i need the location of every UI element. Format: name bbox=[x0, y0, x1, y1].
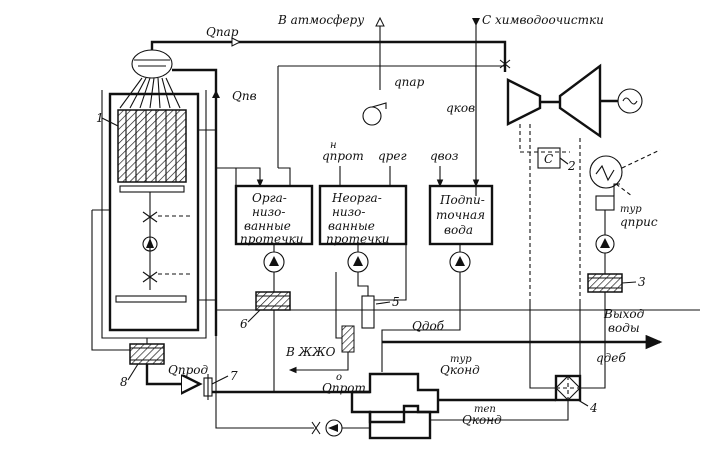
box-organized-line-4: протечки bbox=[240, 232, 303, 246]
box-unorganized-leaks: Неорга- низо- ванные протечки bbox=[318, 184, 408, 246]
label-to-atmosphere: В атмосферу bbox=[277, 13, 364, 27]
heat-exchanger-coil bbox=[589, 149, 661, 197]
label-q-voz: qвоз bbox=[430, 149, 458, 163]
valve-upper bbox=[142, 211, 158, 223]
label-number-5: 5 bbox=[392, 295, 400, 309]
label-q-par: qпар bbox=[394, 75, 425, 89]
separator-drum bbox=[131, 49, 173, 79]
reactor-vessel bbox=[108, 92, 200, 332]
label-q-deb: qдеб bbox=[596, 351, 626, 365]
box-makeup-line-2: точная bbox=[436, 208, 485, 222]
label-q-kond-tep-sup: теп bbox=[474, 404, 496, 415]
box-organized-leaks: Орга- низо- ванные протечки bbox=[234, 184, 314, 246]
box-unorganized-line-3: ванные bbox=[328, 219, 375, 233]
box-unorganized-line-1: Неорга- bbox=[331, 191, 382, 205]
box-makeup-line-3: вода bbox=[444, 223, 473, 237]
box-unorganized-line-2: низо- bbox=[332, 205, 365, 219]
ejector-fan bbox=[362, 102, 387, 126]
valve-lower bbox=[142, 271, 158, 283]
label-q-tur-pris-sup: тур bbox=[620, 204, 642, 215]
main-circulation-pump bbox=[142, 236, 158, 252]
box-organized-line-2: низо- bbox=[252, 205, 285, 219]
box-makeup-water: Подпи- точная вода bbox=[428, 184, 494, 246]
generator-icon bbox=[617, 88, 643, 114]
mixing-collector bbox=[350, 372, 440, 440]
label-q-pv: Qпв bbox=[232, 89, 257, 103]
label-number-6: 6 bbox=[240, 317, 248, 331]
box-makeup-line-1: Подпи- bbox=[439, 193, 485, 207]
valve-bottom bbox=[311, 421, 321, 435]
label-q-prot-n-sup: н bbox=[330, 140, 337, 151]
filter-6 bbox=[255, 291, 291, 311]
label-q-kond-tur: Qконд bbox=[440, 363, 480, 377]
label-number-1: 1 bbox=[96, 111, 104, 125]
label-number-7: 7 bbox=[230, 369, 238, 383]
label-number-3: 3 bbox=[638, 275, 646, 289]
label-from-kvo: С химводоочистки bbox=[482, 13, 604, 27]
three-way-valve-7 bbox=[203, 374, 213, 400]
label-c: С bbox=[544, 152, 553, 166]
label-q-kond-tur-sup: тур bbox=[450, 354, 472, 365]
label-q-prot-n: qпрот bbox=[322, 149, 364, 163]
label-water-exit-2: воды bbox=[608, 321, 640, 335]
label-q-kov: qков bbox=[446, 101, 475, 115]
ion-exchanger-5 bbox=[361, 295, 375, 329]
filter-8 bbox=[129, 343, 165, 365]
label-q-reg: qрег bbox=[378, 149, 407, 163]
heat-exchanger-4 bbox=[554, 374, 582, 402]
reactor bbox=[101, 49, 207, 339]
label-to-zhzho: В ЖЖО bbox=[285, 345, 336, 359]
reactor-core bbox=[117, 109, 187, 183]
turbine bbox=[506, 63, 643, 139]
label-q-prot-o-sup: о bbox=[336, 372, 342, 383]
label-q-tur-pris: qприс bbox=[620, 215, 658, 229]
filter-3 bbox=[587, 273, 623, 293]
label-water-exit-1: Выход bbox=[603, 307, 645, 321]
label-q-par-top: Qпар bbox=[206, 25, 239, 39]
box-organized-line-3: ванные bbox=[244, 219, 291, 233]
label-q-dob: Qдоб bbox=[412, 319, 445, 333]
box-unorganized-line-4: протечки bbox=[326, 232, 389, 246]
label-number-2: 2 bbox=[567, 159, 576, 173]
label-number-8: 8 bbox=[120, 375, 128, 389]
label-q-prod: Qпрод bbox=[168, 363, 208, 377]
ion-exchanger-5b bbox=[341, 325, 355, 353]
box-organized-line-1: Орга- bbox=[252, 191, 287, 205]
label-number-4: 4 bbox=[589, 401, 598, 415]
